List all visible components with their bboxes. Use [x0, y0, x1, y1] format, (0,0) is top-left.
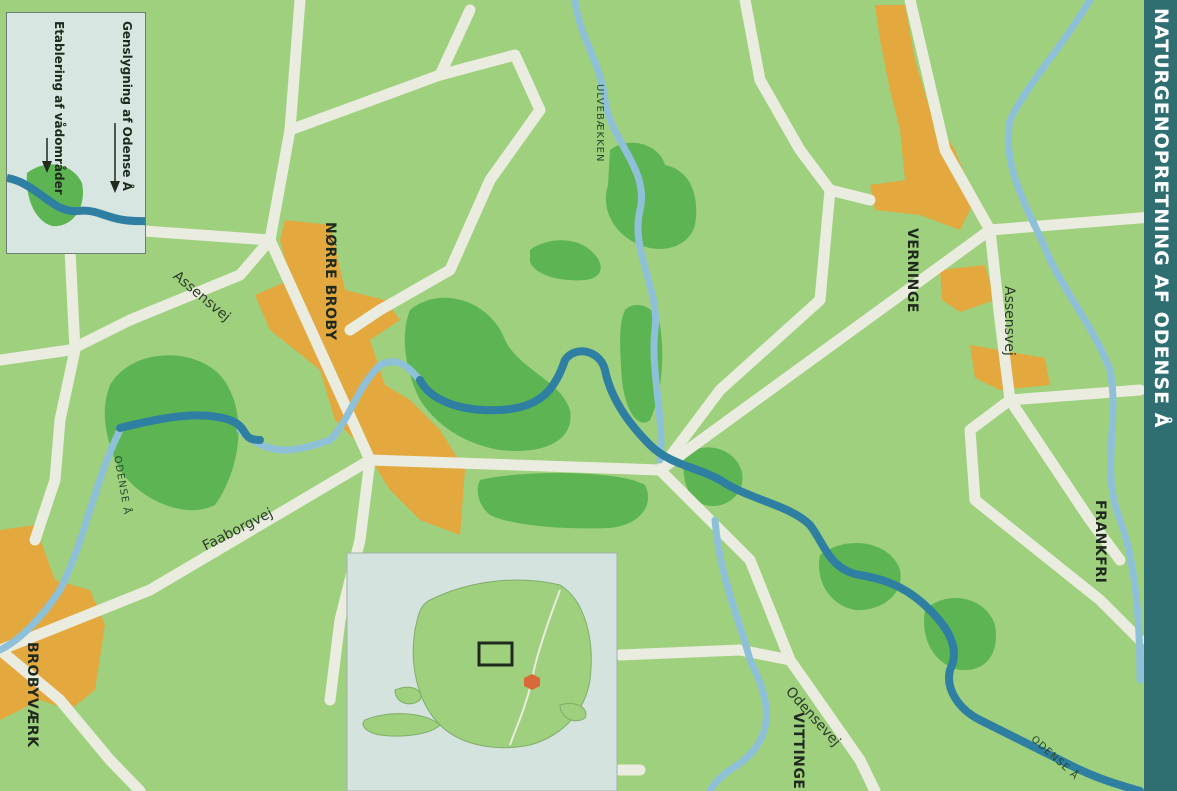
river-odense-a-upper: [1004, 0, 1144, 684]
place-norre-broby: NØRRE BROBY: [322, 222, 338, 341]
legend-item-genslygning: Genslygning af Odense Å: [120, 21, 134, 191]
road-sw-2: [29, 244, 81, 546]
inset-island-2: [394, 686, 422, 705]
wetland-center: [404, 297, 571, 451]
road-east-2: [1004, 384, 1146, 406]
road-north-2: [284, 49, 546, 336]
legend-arrow-1-head: [110, 181, 120, 193]
wetland-east3: [924, 598, 996, 671]
road-north-3: [434, 4, 476, 81]
inset-map: [346, 552, 618, 791]
inset-odense-marker: [524, 674, 540, 690]
rivers: [0, 0, 1144, 791]
wetlands: [28, 142, 996, 671]
map-title: NATURGENOPRETNING AF ODENSE Å: [1150, 8, 1172, 429]
inset-locator-box: [477, 641, 514, 667]
road-label-assensvej-e: Assensvej: [1001, 286, 1017, 356]
river-label-ulvebaekken: ULVEBÆKKEN: [594, 84, 605, 163]
town-verninge: [870, 5, 975, 230]
inset-island-3: [559, 703, 587, 722]
legend: Genslygning af Odense Å Etablering af vå…: [6, 12, 146, 254]
legend-river-swatch: [7, 174, 145, 226]
road-faaborgvej: [0, 454, 376, 656]
legend-arrow-2-head: [42, 161, 52, 173]
place-verninge: VERNINGE: [904, 228, 920, 313]
road-sw-3: [0, 644, 146, 791]
road-sw-1: [0, 234, 276, 366]
road-assensvej-w: [124, 209, 1177, 476]
wetland-north: [605, 142, 697, 249]
place-frankfri: FRANKFRI: [1092, 500, 1108, 584]
river-side-south: [706, 516, 770, 791]
inset-island-1: [362, 713, 441, 737]
river-west-tail: [0, 426, 124, 654]
wetland-west: [104, 355, 239, 511]
road-north-5: [904, 0, 996, 236]
road-north-4: [739, 0, 876, 206]
legend-graphic: [7, 123, 145, 227]
road-center-n: [654, 184, 836, 476]
river-odense-a-restored: [116, 347, 1144, 791]
legend-item-vadomrader: Etablering af vådområder: [52, 21, 66, 195]
place-brobyvaerk: BROBYVÆRK: [24, 642, 40, 748]
road-east-3: [964, 394, 1146, 646]
wetland-north-small: [530, 240, 601, 281]
river-ulvebaekken: [571, 0, 665, 464]
title-band: NATURGENOPRETNING AF ODENSE Å: [1144, 0, 1177, 791]
road-south-2: [614, 644, 796, 666]
place-vitting: VITTINGE: [790, 712, 806, 790]
town-verninge-south: [940, 265, 995, 312]
river-west-link: [236, 358, 424, 454]
wetland-center-south: [477, 473, 649, 529]
